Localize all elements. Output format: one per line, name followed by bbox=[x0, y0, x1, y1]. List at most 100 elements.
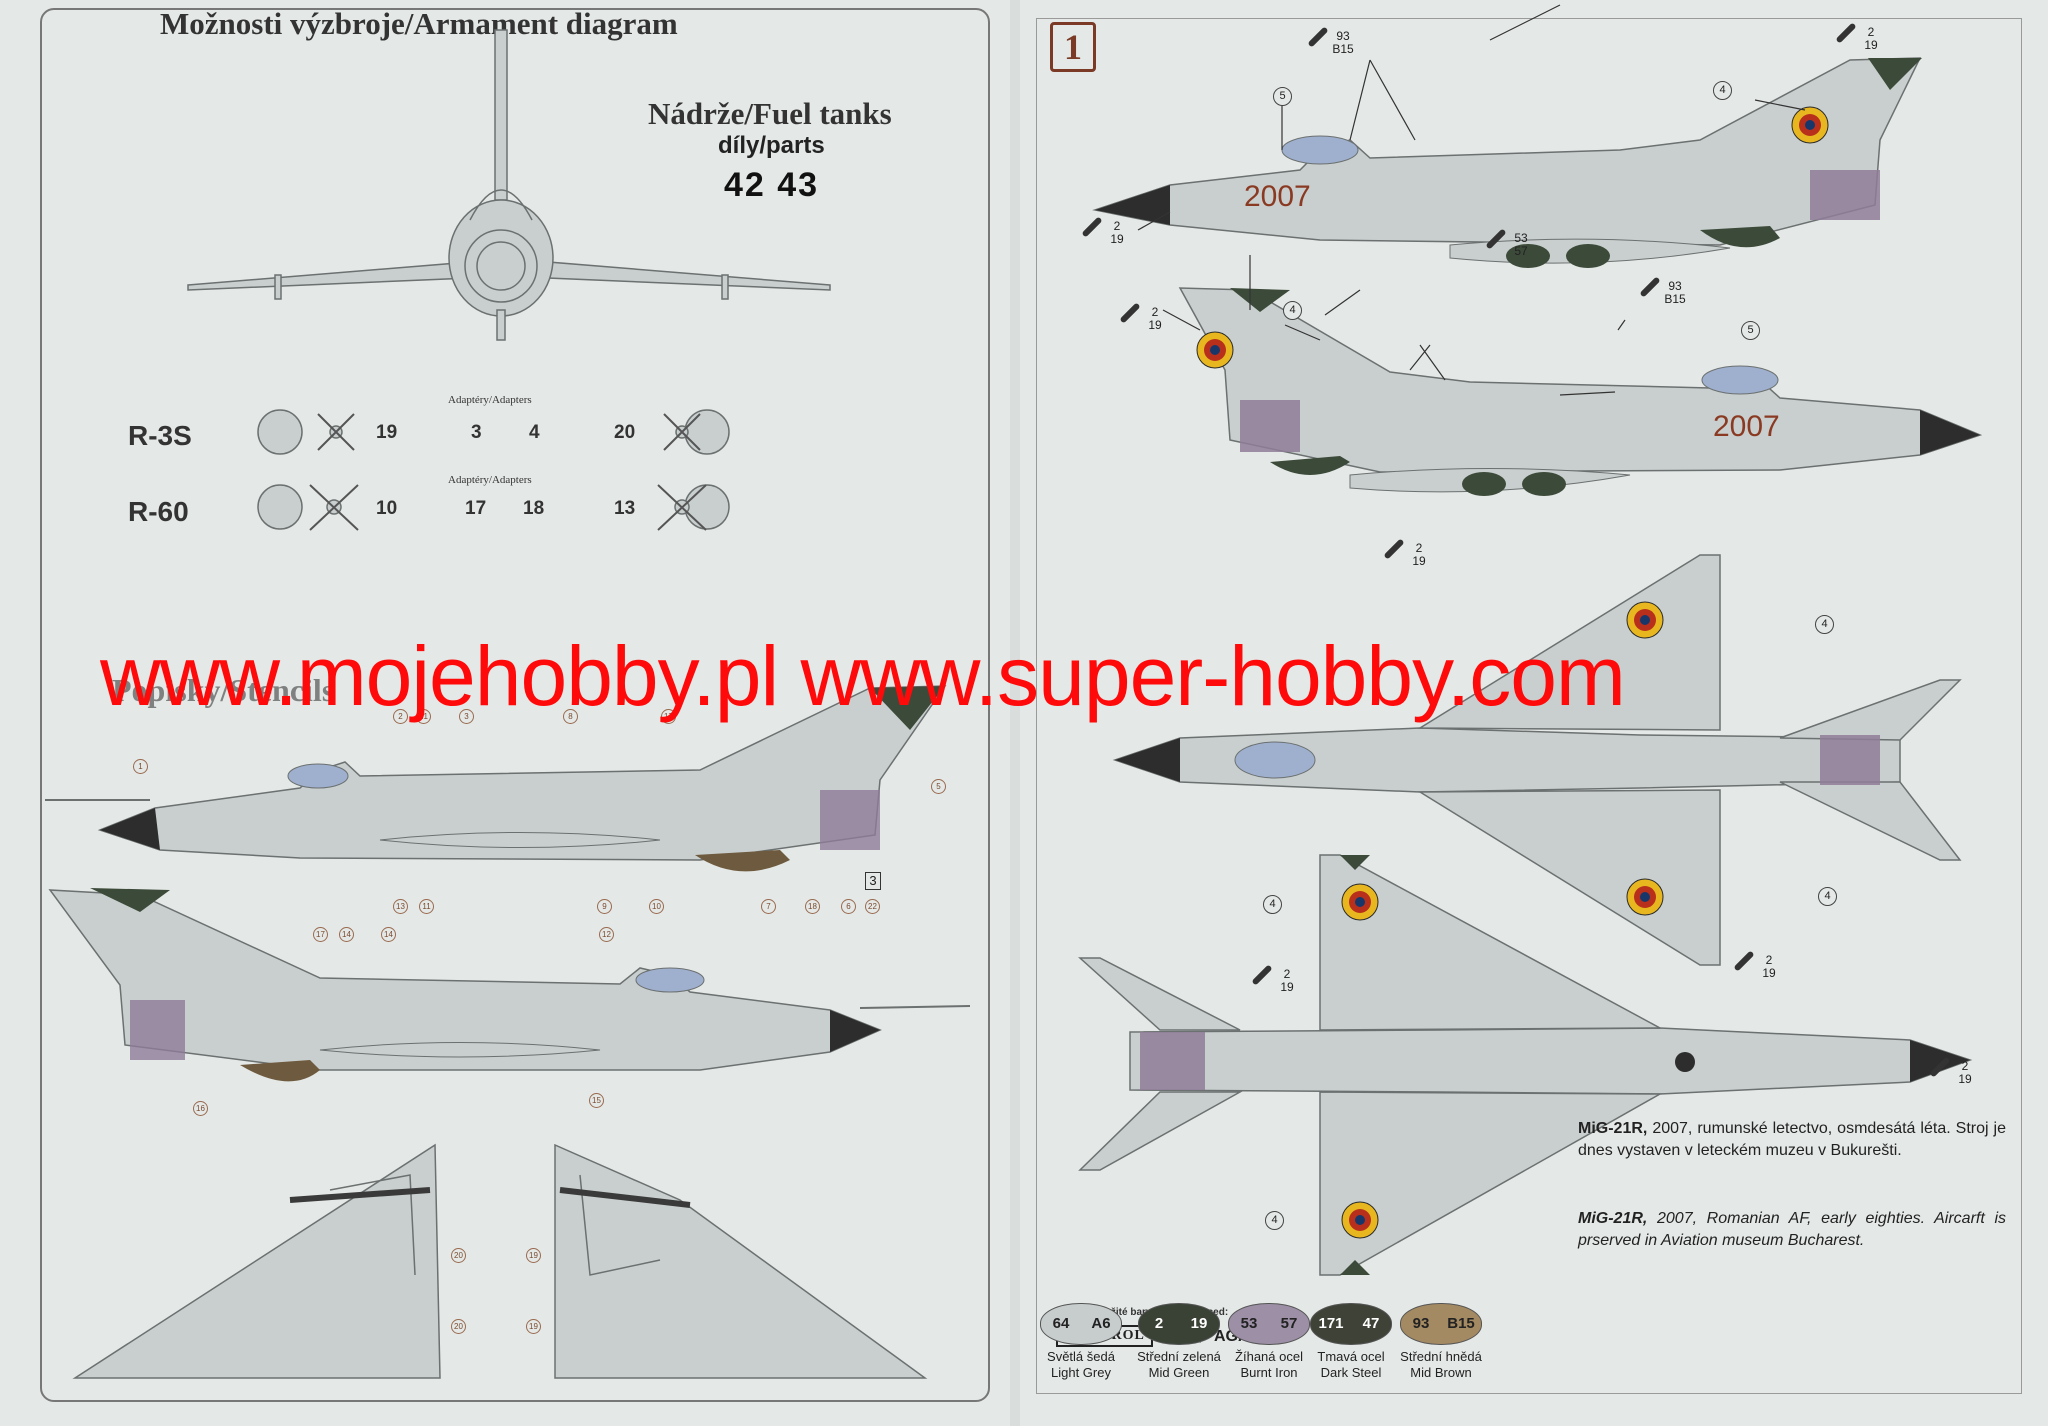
stencil-callout: 10 bbox=[649, 899, 664, 914]
paint-swatch-oval: 171 47 bbox=[1310, 1303, 1392, 1345]
paint-swatch-oval: 64 A6 bbox=[1040, 1303, 1122, 1345]
paint-code: 57 bbox=[1280, 1315, 1298, 1332]
stencil-callout: 18 bbox=[805, 899, 820, 914]
stencil-callout: 19 bbox=[526, 1248, 541, 1263]
r3s-adapter-2: 4 bbox=[529, 422, 540, 443]
paint-name-czech: Tmavá ocel bbox=[1317, 1349, 1385, 1364]
r60-right-part: 13 bbox=[614, 498, 636, 519]
serial-left-profile: 2007 bbox=[1244, 180, 1311, 213]
paint-code: B15 bbox=[1447, 1315, 1475, 1332]
caption-english-text: 2007, Romanian AF, early eighties. Airca… bbox=[1578, 1210, 2006, 1249]
profile-drawings bbox=[1078, 4, 1983, 1276]
paint-name-english: Burnt Iron bbox=[1240, 1365, 1298, 1380]
reference-circle: 4 bbox=[1713, 81, 1732, 100]
stencil-callout: 8 bbox=[563, 709, 578, 724]
r60-left-part: 10 bbox=[376, 498, 398, 519]
paint-name-english: Mid Brown bbox=[1410, 1365, 1472, 1380]
profile-bottom-view bbox=[1078, 854, 1973, 1276]
paint-code: 2 bbox=[1154, 1315, 1164, 1332]
stencil-callout: 20 bbox=[451, 1248, 466, 1263]
r3s-left-part: 19 bbox=[376, 422, 398, 443]
paint-name-czech: Žíhaná ocel bbox=[1235, 1349, 1303, 1364]
paint-code: 47 bbox=[1362, 1315, 1380, 1332]
profile-number-badge: 1 bbox=[1050, 22, 1096, 72]
stencil-callout: 13 bbox=[393, 899, 408, 914]
right-frame bbox=[1036, 18, 2022, 1394]
stencil-callout: 6 bbox=[841, 899, 856, 914]
stencil-callout: 14 bbox=[381, 927, 396, 942]
paint-name-czech: Střední zelená bbox=[1137, 1349, 1221, 1364]
r3s-adapter-1: 3 bbox=[471, 422, 482, 443]
reference-circle: 5 bbox=[1273, 87, 1292, 106]
stencil-fins bbox=[72, 1143, 928, 1379]
caption-english: MiG-21R, 2007, Romanian AF, early eighti… bbox=[1578, 1208, 2006, 1252]
r3s-right-part: 20 bbox=[614, 422, 636, 443]
front-view-drawing bbox=[187, 29, 831, 341]
fuel-parts-numbers: 42 43 bbox=[724, 166, 820, 204]
stencil-callout: 12 bbox=[599, 927, 614, 942]
paint-code: 19 bbox=[1190, 1315, 1208, 1332]
profile-right-side bbox=[1178, 287, 1983, 496]
paint-name-english: Light Grey bbox=[1051, 1365, 1111, 1380]
stencil-callout: 9 bbox=[597, 899, 612, 914]
paint-code: 171 bbox=[1318, 1315, 1344, 1332]
reference-circle: 4 bbox=[1815, 615, 1834, 634]
stencil-callout: 2 bbox=[393, 709, 408, 724]
stencil-callout: 17 bbox=[661, 709, 676, 724]
r3s-label: R-3S bbox=[128, 420, 192, 451]
stencil-top-aircraft bbox=[45, 685, 947, 872]
page-number: 3 bbox=[865, 872, 881, 890]
stencils-title: Popisky/Stencils bbox=[112, 672, 335, 708]
reference-circle: 4 bbox=[1283, 301, 1302, 320]
caption-czech: MiG-21R, 2007, rumunské letectvo, osmdes… bbox=[1578, 1118, 2006, 1162]
reference-circle: 5 bbox=[1741, 321, 1760, 340]
paint-code: 53 bbox=[1240, 1315, 1258, 1332]
caption-english-model: MiG-21R, bbox=[1578, 1210, 1648, 1227]
paint-name-czech: Střední hnědá bbox=[1400, 1349, 1482, 1364]
paint-name-english: Dark Steel bbox=[1320, 1365, 1382, 1380]
paint-name-czech: Světlá šedá bbox=[1047, 1349, 1115, 1364]
profile-left-side bbox=[1092, 57, 1922, 268]
adapters-label-1: Adaptéry/Adapters bbox=[448, 394, 532, 406]
stencil-callout: 22 bbox=[865, 899, 880, 914]
stencil-callout: 20 bbox=[451, 1319, 466, 1334]
left-page: Možnosti výzbroje/Armament diagram Nádrž… bbox=[0, 0, 1010, 1426]
reference-circle: 4 bbox=[1265, 1211, 1284, 1230]
paint-code: 64 bbox=[1052, 1315, 1070, 1332]
stencil-callout: 16 bbox=[193, 1101, 208, 1116]
paint-swatch-oval: 93 B15 bbox=[1400, 1303, 1482, 1345]
stencil-callout: 11 bbox=[419, 899, 434, 914]
stencil-side-views bbox=[45, 685, 971, 1379]
stencil-callout: 14 bbox=[339, 927, 354, 942]
stencil-callout: 7 bbox=[761, 899, 776, 914]
r3s-missile-front-icon bbox=[257, 409, 303, 455]
right-page: 1 bbox=[1020, 0, 2048, 1426]
paint-swatch-oval: 53 57 bbox=[1228, 1303, 1310, 1345]
paint-name-english: Mid Green bbox=[1148, 1365, 1210, 1380]
profile-top-view bbox=[1112, 554, 1962, 966]
stencil-callout: 19 bbox=[526, 1319, 541, 1334]
missile-icons bbox=[257, 409, 730, 531]
r60-adapter-1: 17 bbox=[465, 498, 487, 519]
reference-circle: 4 bbox=[1818, 887, 1837, 906]
paint-code: 93 bbox=[1412, 1315, 1430, 1332]
left-frame bbox=[40, 8, 990, 1402]
paint-code: A6 bbox=[1091, 1315, 1111, 1332]
stencil-callout: 1 bbox=[133, 759, 148, 774]
fuel-parts-label: díly/parts bbox=[718, 132, 825, 159]
stencil-callout: 3 bbox=[459, 709, 474, 724]
